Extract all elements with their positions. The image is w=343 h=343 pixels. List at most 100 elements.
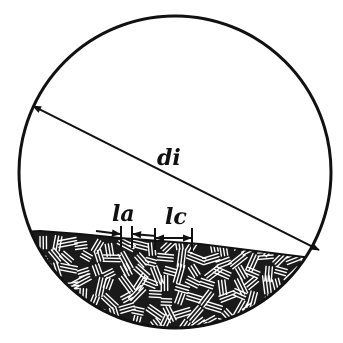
lamella-stroke [64, 336, 75, 339]
lamellae-region [0, 231, 343, 343]
lamella-stroke [310, 269, 312, 280]
lamella-stroke [79, 321, 93, 331]
lamella-stroke [260, 330, 271, 339]
lamella-stroke [334, 253, 340, 262]
lamella-stroke [164, 332, 165, 343]
lamella-stroke [103, 318, 111, 335]
lamella-stroke [289, 302, 305, 309]
lamella-stroke [4, 247, 21, 251]
lamella-stroke [191, 340, 206, 341]
lamella-stroke [105, 329, 122, 335]
lamella-stroke [50, 332, 62, 343]
lamella-stroke [276, 293, 287, 301]
lamella-stroke [274, 305, 280, 314]
lamella-stroke [25, 265, 32, 277]
lamella-stroke [21, 241, 32, 254]
lamella-stroke [42, 289, 48, 305]
lamella-stroke [321, 267, 330, 276]
lamella-stroke [280, 308, 286, 317]
lamella-stroke [41, 280, 42, 290]
lamella-stroke [330, 317, 332, 331]
lamella-stroke [93, 337, 106, 340]
lamella-stroke [52, 330, 64, 343]
lamella-stroke [207, 332, 213, 341]
lamella-stroke [23, 334, 35, 335]
lamella-stroke [75, 316, 89, 326]
lamella-stroke [39, 335, 41, 343]
lamella-stroke [273, 330, 290, 332]
lamella-stroke [11, 279, 14, 291]
lamella-stroke [0, 331, 2, 343]
lamella-stroke [49, 303, 58, 314]
lamella-stroke [18, 292, 34, 297]
lamella-stroke [288, 305, 304, 312]
lamella-stroke [119, 332, 130, 340]
lamella-stroke [66, 303, 72, 313]
lamella-stroke [320, 300, 324, 318]
lamella-stroke [328, 263, 337, 280]
lamella-stroke [6, 241, 23, 245]
lamella-stroke [12, 320, 18, 332]
lamella-stroke [329, 304, 339, 313]
lamella-stroke [72, 309, 87, 314]
lamella-stroke [135, 337, 145, 338]
lamella-stroke [307, 314, 308, 327]
lamella-stroke [313, 314, 314, 327]
lamella-stroke [63, 327, 73, 333]
lamella-stroke [92, 326, 108, 331]
lamella-stroke [66, 322, 76, 328]
lamella-stroke [0, 247, 5, 251]
lamella-stroke [318, 335, 332, 343]
lamella-stroke [149, 333, 157, 341]
lamella-stroke [289, 325, 301, 338]
lamella-stroke [109, 320, 117, 337]
lamella-stroke [20, 257, 30, 260]
lamella-stroke [268, 314, 270, 332]
lamella-stroke [120, 329, 131, 337]
lamella-stroke [74, 303, 89, 308]
lamella-stroke [0, 265, 6, 276]
lamella-stroke [35, 307, 43, 315]
lamella-stroke [277, 307, 283, 316]
lamella-stroke [51, 301, 60, 312]
lamella-stroke [319, 269, 328, 278]
lamella-stroke [285, 290, 295, 305]
lamella-stroke [217, 336, 235, 339]
lamella-stroke [276, 334, 291, 341]
lamella-stroke [63, 301, 70, 311]
lamella-stroke [62, 297, 76, 301]
lamella-stroke [119, 326, 133, 335]
lamella-stroke [7, 331, 12, 342]
lamella-stroke [77, 318, 91, 328]
lamella-stroke [237, 322, 249, 329]
lamella-stroke [314, 243, 332, 248]
lamella-stroke [323, 264, 332, 273]
lamella-stroke [55, 294, 59, 309]
lamella-stroke [0, 307, 7, 320]
lamella-stroke [120, 323, 134, 332]
lc-label: lc [165, 204, 187, 230]
lamella-stroke [0, 296, 3, 303]
lamella-stroke [328, 257, 334, 266]
lamella-stroke [320, 321, 332, 325]
lamella-stroke [218, 339, 236, 342]
lamella-stroke [36, 336, 38, 343]
lamella-stroke [265, 314, 267, 332]
lamella-stroke [255, 316, 257, 327]
lamella-stroke [0, 268, 4, 279]
lamella-stroke [93, 323, 109, 328]
lamella-stroke [50, 283, 62, 287]
lamella-stroke [19, 295, 35, 300]
lamella-stroke [93, 320, 109, 325]
lamella-stroke [78, 334, 96, 337]
lamella-stroke [230, 238, 238, 246]
lamella-stroke [331, 241, 335, 255]
diameter-label: di [157, 145, 181, 171]
lamella-stroke [0, 298, 6, 305]
lamella-stroke [64, 324, 74, 330]
lamella-stroke [3, 276, 4, 289]
lamella-stroke [314, 301, 318, 319]
lamella-stroke [284, 329, 296, 342]
lamella-stroke [301, 281, 309, 288]
lamella-stroke [330, 286, 343, 287]
